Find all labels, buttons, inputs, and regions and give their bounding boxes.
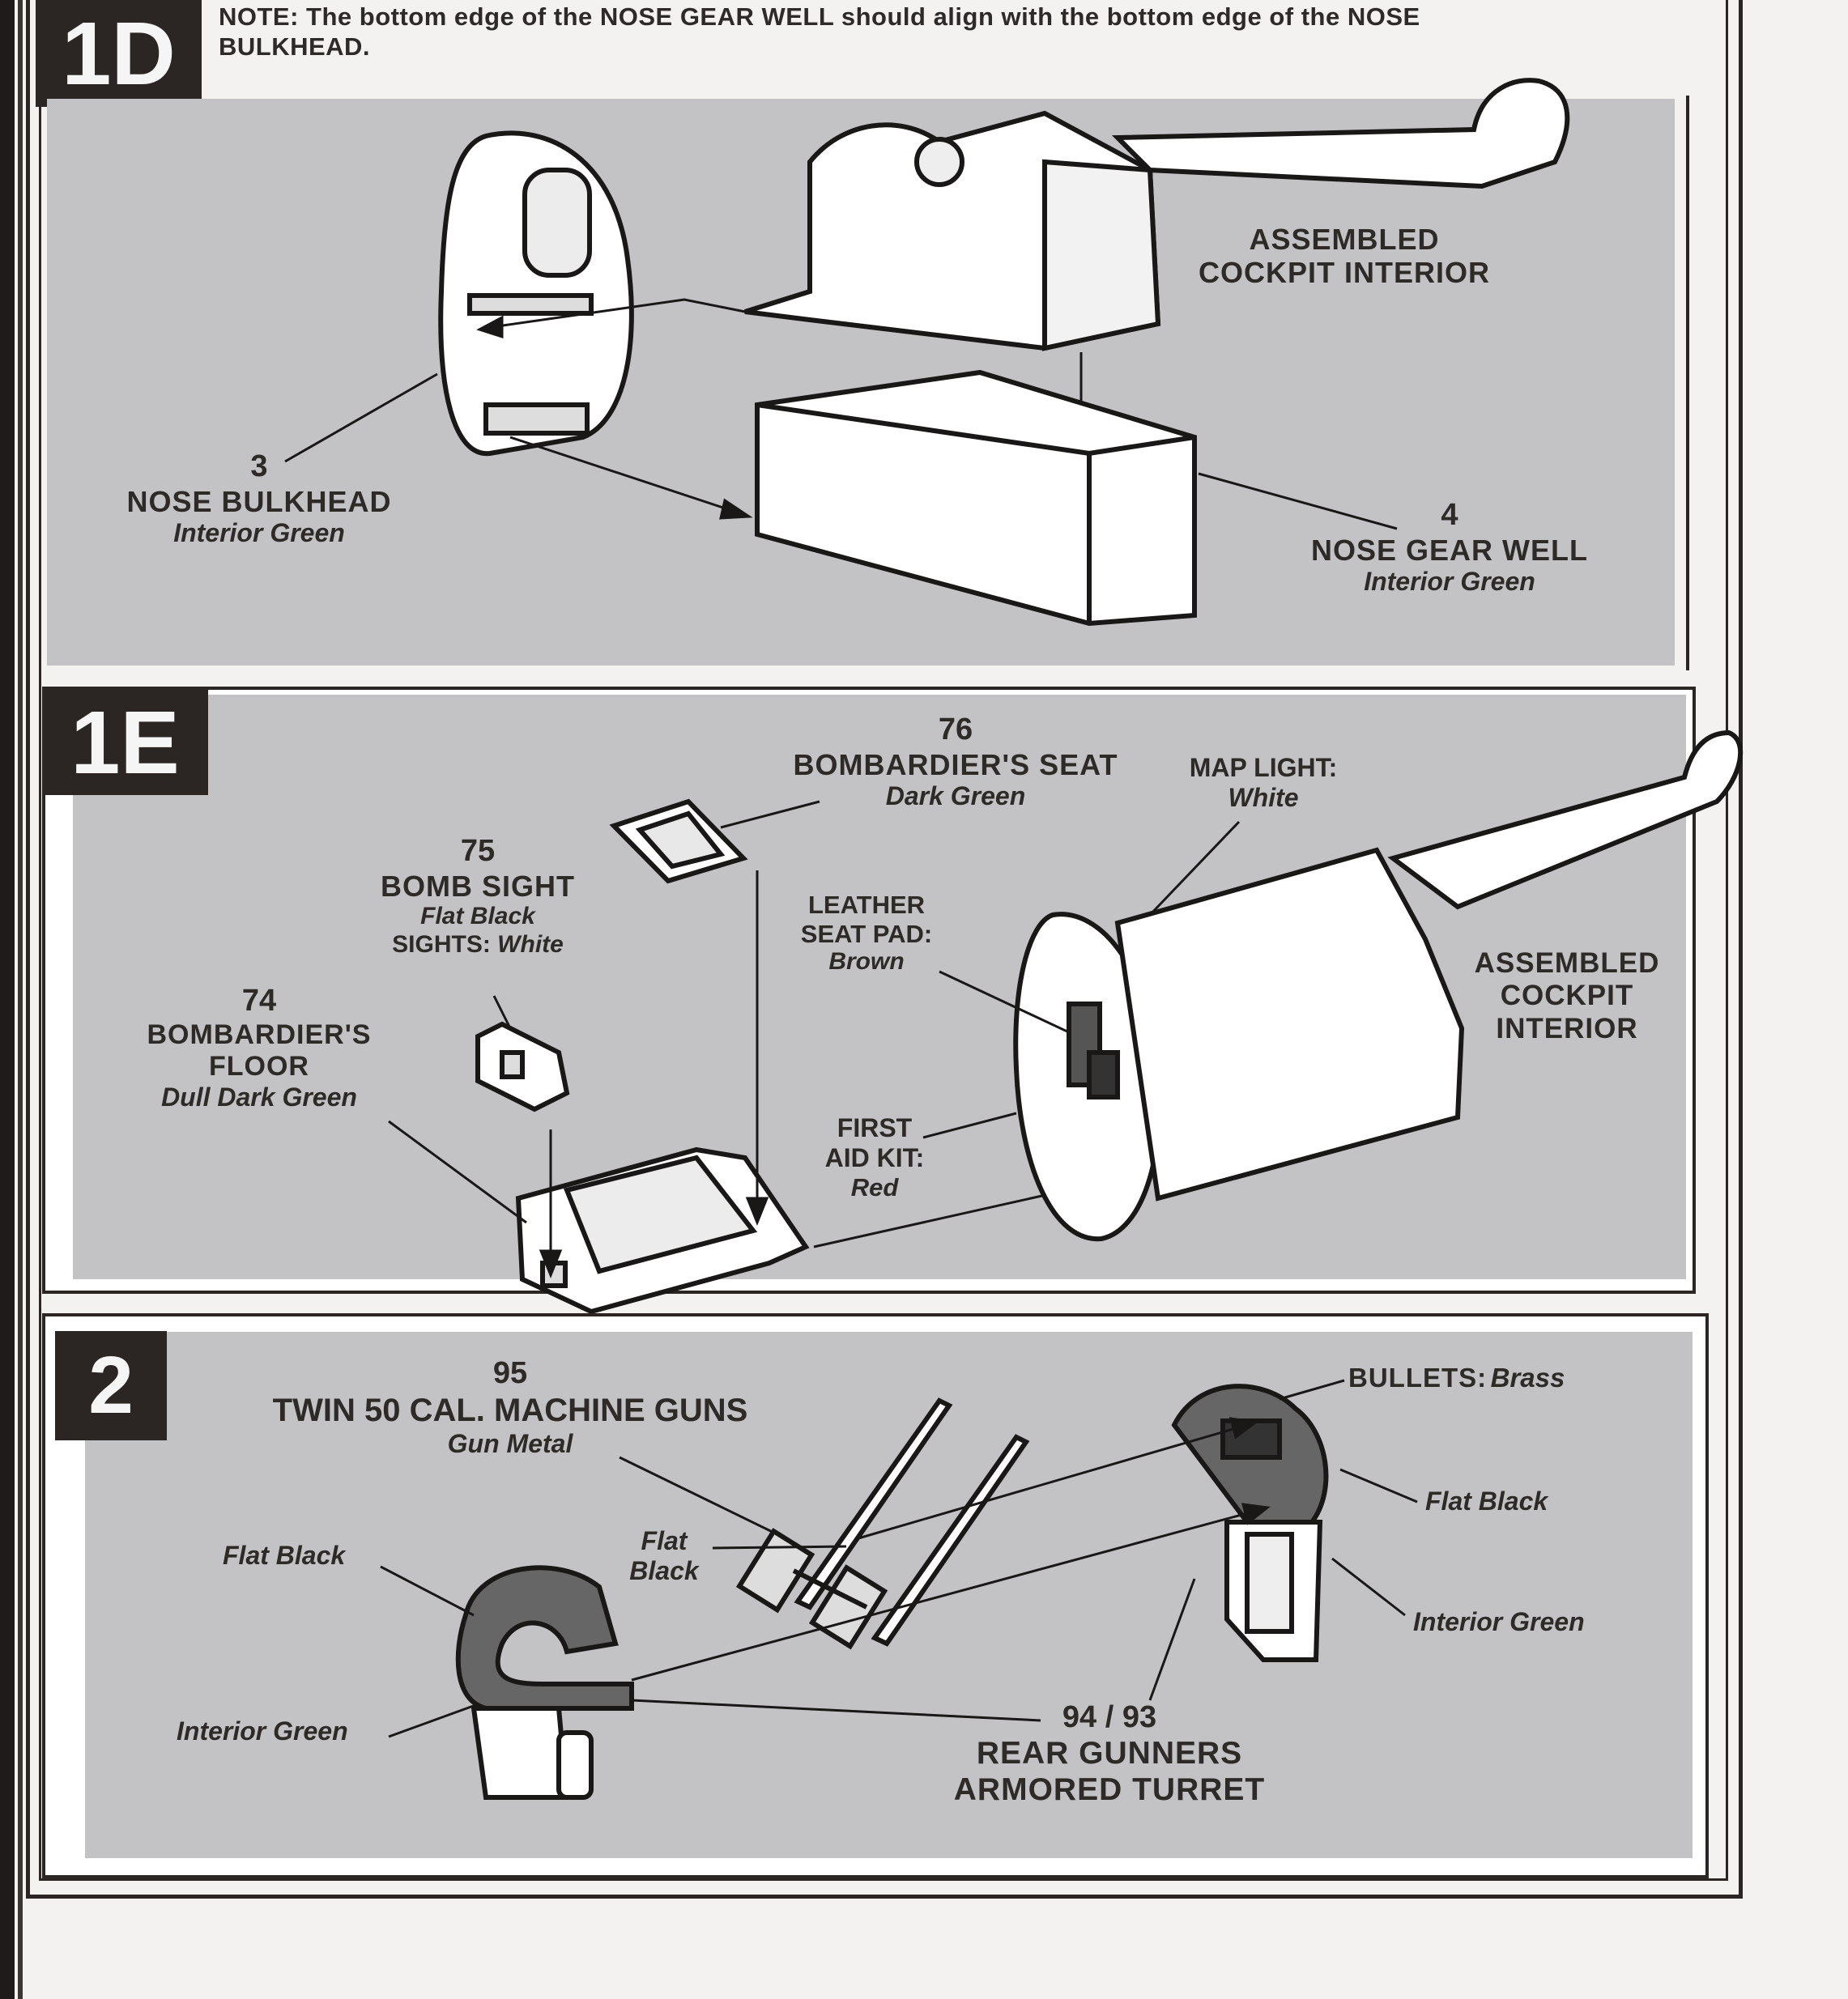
- callout-bombardier-seat: 76 BOMBARDIER'S SEAT Dark Green: [793, 712, 1118, 811]
- leader-line: [284, 372, 438, 463]
- callout-assembled-cockpit-interior: ASSEMBLED COCKPIT INTERIOR: [1198, 223, 1490, 290]
- page-left-edge-shadow: [18, 0, 23, 1999]
- leader-line: [380, 1565, 475, 1617]
- callout-first-aid-kit: FIRST AID KIT: Red: [824, 1113, 925, 1202]
- leader-line: [1148, 1578, 1196, 1701]
- step-2-panel: [85, 1332, 1693, 1858]
- step-number-badge: 1E: [42, 690, 208, 795]
- assembly-note: NOTE: The bottom edge of the NOSE GEAR W…: [219, 2, 1420, 62]
- turret-ring-part: [455, 1565, 634, 1800]
- bullets-label: BULLETS:: [1348, 1363, 1488, 1393]
- bullets-paint: Brass: [1490, 1363, 1565, 1393]
- leader-line: [939, 970, 1070, 1034]
- leader-line: [712, 1545, 847, 1550]
- bombardier-floor-part: [515, 1146, 810, 1315]
- nose-bulkhead-part: [438, 130, 634, 457]
- callout-map-light: MAP LIGHT: White: [1189, 753, 1338, 812]
- step-1d-panel-frame: [42, 96, 1689, 670]
- callout-bombardier-floor: 74 BOMBARDIER'S FLOOR Dull Dark Green: [147, 984, 372, 1112]
- callout-leather-seat-pad: LEATHER SEAT PAD: Brown: [800, 891, 933, 976]
- callout-bomb-sight: 75 BOMB SIGHT Flat Black SIGHTS: White: [381, 834, 575, 958]
- leader-line: [922, 1112, 1017, 1139]
- callout-nose-bulkhead: 3 NOSE BULKHEAD Interior Green: [126, 449, 392, 548]
- leader-line: [1148, 820, 1241, 917]
- leader-line: [388, 1703, 479, 1738]
- callout-ring-flat-black: Flat Black: [223, 1541, 346, 1570]
- sights-paint: White: [497, 930, 564, 958]
- bomb-sight-part: [475, 1021, 570, 1112]
- callout-nose-gear-well: 4 NOSE GEAR WELL Interior Green: [1310, 498, 1588, 597]
- leader-line: [1331, 1557, 1406, 1617]
- callout-guns-flat-black: Flat Black: [629, 1526, 699, 1585]
- nose-gear-well-part: [755, 369, 1197, 627]
- bombardier-seat-part: [609, 798, 748, 884]
- leader-line: [619, 1456, 786, 1540]
- leader-line: [492, 995, 512, 1029]
- assembly-arrow: [631, 1417, 1271, 1682]
- page-frame-inner: [39, 0, 1728, 1881]
- leader-line: [720, 800, 820, 829]
- callout-twin-machine-guns: 95 TWIN 50 CAL. MACHINE GUNS Gun Metal: [272, 1356, 748, 1458]
- sights-label: SIGHTS:: [392, 930, 491, 958]
- cockpit-interior-part: [744, 78, 1570, 351]
- callout-bullets: BULLETS: Brass: [1348, 1363, 1565, 1393]
- leader-line: [1198, 472, 1398, 530]
- callout-ring-interior-green: Interior Green: [177, 1716, 348, 1746]
- callout-assembled-cockpit-interior-1e: ASSEMBLED COCKPIT INTERIOR: [1474, 947, 1660, 1044]
- step-number-badge: 1D: [36, 0, 202, 107]
- page-frame-outer: [26, 0, 1743, 1899]
- callout-turret-interior-green: Interior Green: [1413, 1607, 1585, 1636]
- leader-line: [1279, 1379, 1345, 1401]
- cockpit-assembled-part: [1013, 729, 1744, 1242]
- page-left-edge: [0, 0, 15, 1999]
- leader-line: [388, 1120, 527, 1224]
- step-number-badge: 2: [55, 1331, 167, 1440]
- callout-rear-gunners-turret: 94 / 93 REAR GUNNERS ARMORED TURRET: [953, 1700, 1266, 1807]
- leader-line: [631, 1699, 1041, 1722]
- leader-line: [1339, 1468, 1418, 1504]
- callout-turret-flat-black: Flat Black: [1425, 1486, 1548, 1516]
